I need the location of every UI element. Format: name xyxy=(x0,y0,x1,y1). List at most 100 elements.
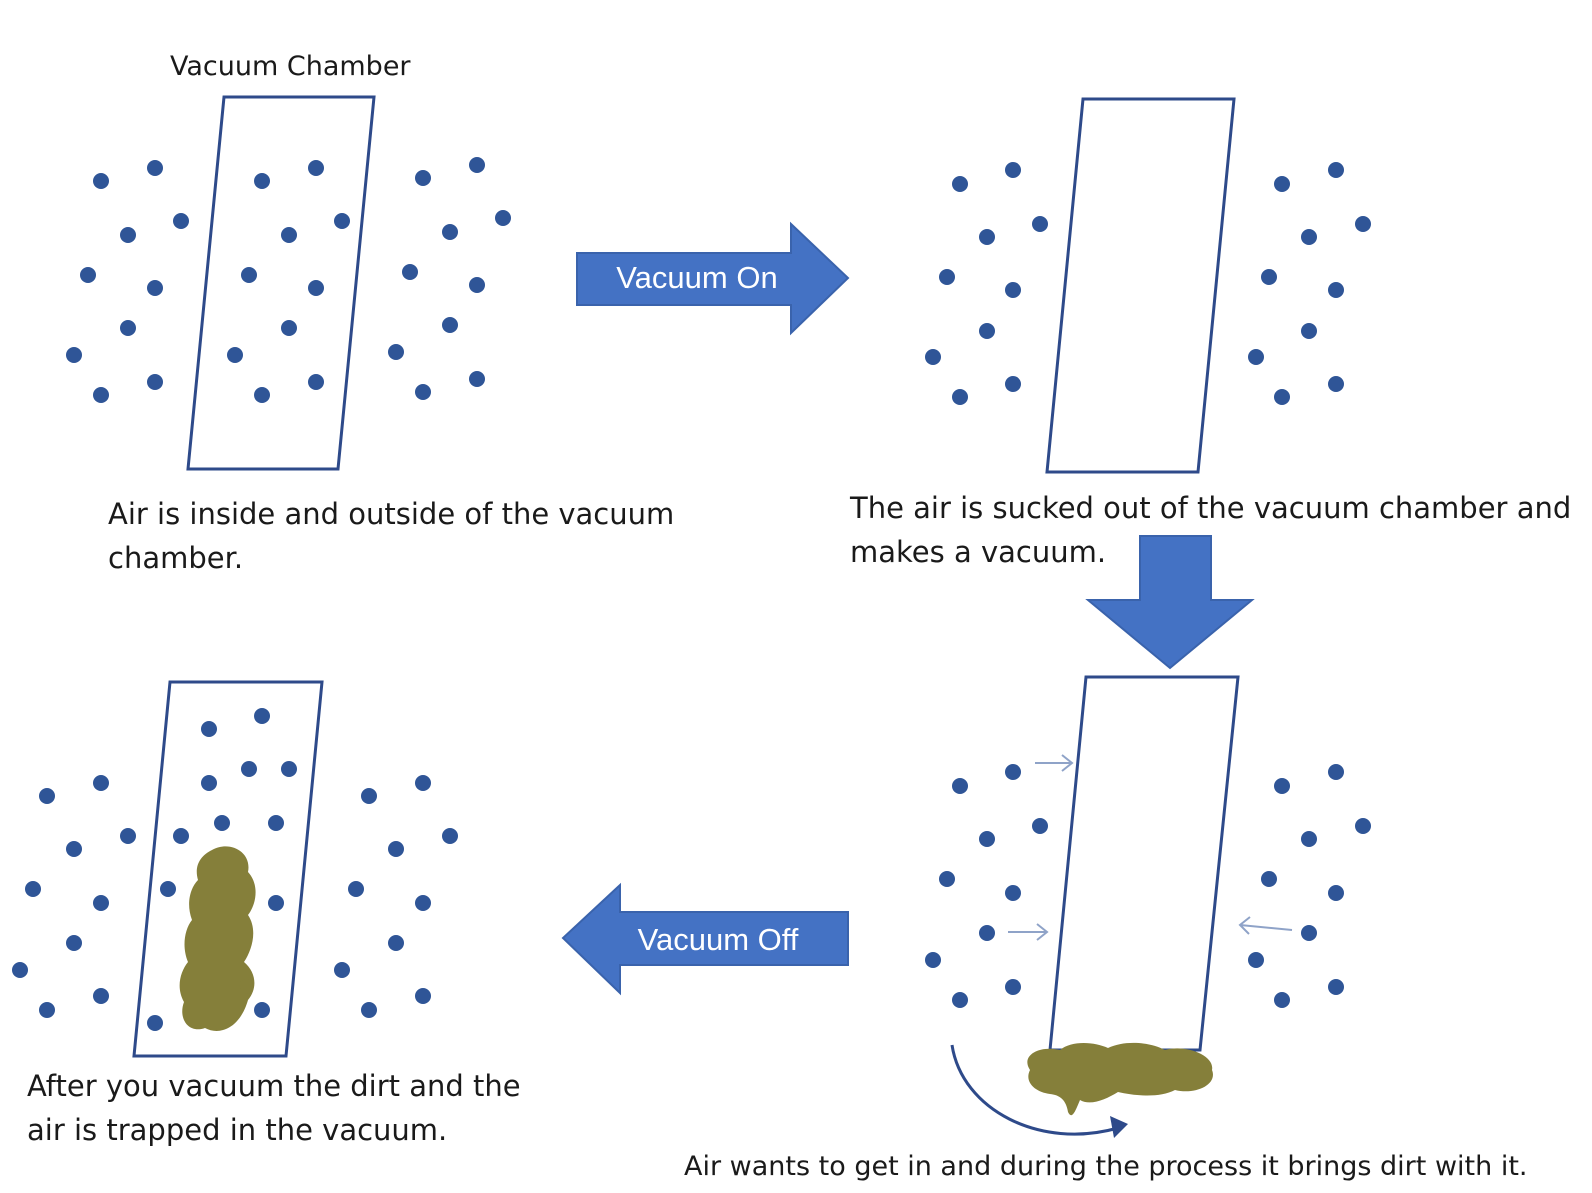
air-particle xyxy=(1032,216,1048,232)
air-particle xyxy=(1032,818,1048,834)
air-particles xyxy=(925,764,1371,1008)
air-particle xyxy=(361,788,377,804)
air-particle xyxy=(1274,778,1290,794)
down-arrow xyxy=(1085,535,1255,670)
air-particle xyxy=(201,775,217,791)
air-particle xyxy=(241,761,257,777)
air-particle xyxy=(952,778,968,794)
vacuum-on-label: Vacuum On xyxy=(616,260,777,295)
air-particle xyxy=(979,925,995,941)
air-particle xyxy=(281,320,297,336)
air-particle xyxy=(1005,979,1021,995)
vacuum-chamber xyxy=(1048,675,1240,1052)
air-particle xyxy=(939,269,955,285)
vacuum-off-label: Vacuum Off xyxy=(638,922,799,957)
air-particle xyxy=(442,224,458,240)
air-particle xyxy=(952,176,968,192)
air-particle xyxy=(1301,831,1317,847)
air-particle xyxy=(66,841,82,857)
dirt-pile xyxy=(179,846,256,1031)
air-particle xyxy=(120,320,136,336)
air-particle xyxy=(442,317,458,333)
panel-dirt-trapped xyxy=(12,680,458,1058)
air-particle xyxy=(1248,952,1264,968)
air-particle xyxy=(415,988,431,1004)
air-particle xyxy=(1328,885,1344,901)
panel-air-rushes-in xyxy=(925,675,1371,1138)
small-arrow-right xyxy=(1035,754,1074,772)
air-particle xyxy=(1248,349,1264,365)
air-particle xyxy=(1274,176,1290,192)
air-particle xyxy=(120,227,136,243)
air-particle xyxy=(1261,871,1277,887)
air-particle xyxy=(361,1002,377,1018)
vacuum-off-arrow: Vacuum Off xyxy=(561,882,849,996)
air-particle xyxy=(469,157,485,173)
caption-step-2-line-1: The air is sucked out of the vacuum cham… xyxy=(850,491,1572,525)
vacuum-on-arrow: Vacuum On xyxy=(576,221,850,336)
vacuum-chamber xyxy=(186,95,376,471)
air-particle xyxy=(93,775,109,791)
air-particle xyxy=(201,721,217,737)
air-particle xyxy=(402,264,418,280)
air-particle xyxy=(1328,764,1344,780)
panel-air-inside-outside xyxy=(66,95,511,471)
air-particle xyxy=(1328,162,1344,178)
air-particle xyxy=(1328,376,1344,392)
air-particle xyxy=(281,227,297,243)
air-particle xyxy=(241,267,257,283)
air-particle xyxy=(1355,818,1371,834)
air-particles xyxy=(66,157,511,403)
air-particle xyxy=(334,962,350,978)
air-particle xyxy=(979,323,995,339)
air-particle xyxy=(147,160,163,176)
air-particle xyxy=(160,881,176,897)
air-particle xyxy=(66,935,82,951)
air-particle xyxy=(120,828,136,844)
air-particle xyxy=(227,347,243,363)
air-particle xyxy=(66,347,82,363)
small-arrow-right xyxy=(1008,923,1049,941)
air-particle xyxy=(495,210,511,226)
vacuum-chamber xyxy=(132,680,324,1058)
air-particle xyxy=(334,213,350,229)
air-particle xyxy=(415,384,431,400)
air-particle xyxy=(415,170,431,186)
inflow-arrows xyxy=(1008,754,1293,941)
air-flow-arrowhead xyxy=(1110,1116,1128,1138)
caption-step-3: Air wants to get in and during the proce… xyxy=(684,1151,1528,1182)
air-particle xyxy=(442,828,458,844)
air-particle xyxy=(12,962,28,978)
air-particle xyxy=(39,1002,55,1018)
air-particle xyxy=(952,389,968,405)
air-particle xyxy=(308,374,324,390)
caption-step-1-line-1: Air is inside and outside of the vacuum xyxy=(108,497,675,531)
air-particle xyxy=(1328,282,1344,298)
panel-air-sucked-out xyxy=(925,97,1371,474)
air-particle xyxy=(1261,269,1277,285)
air-particle xyxy=(268,895,284,911)
air-particle xyxy=(254,173,270,189)
air-particle xyxy=(214,815,230,831)
air-particle xyxy=(952,992,968,1008)
air-particle xyxy=(80,267,96,283)
air-particle xyxy=(147,280,163,296)
air-particle xyxy=(415,895,431,911)
air-particle xyxy=(147,374,163,390)
air-particle xyxy=(1328,979,1344,995)
caption-step-4: After you vacuum the dirt and the air is… xyxy=(27,1064,521,1152)
air-particles xyxy=(12,708,458,1031)
air-particle xyxy=(1274,389,1290,405)
air-particle xyxy=(925,952,941,968)
air-particle xyxy=(254,387,270,403)
air-particle xyxy=(173,213,189,229)
air-particle xyxy=(25,881,41,897)
air-particle xyxy=(1005,162,1021,178)
air-particle xyxy=(1355,216,1371,232)
vacuum-chamber xyxy=(1045,97,1236,474)
air-particle xyxy=(979,229,995,245)
air-particle xyxy=(1005,282,1021,298)
small-arrow-left xyxy=(1238,916,1293,935)
caption-step-4-line-1: After you vacuum the dirt and the xyxy=(27,1069,521,1103)
air-particle xyxy=(388,344,404,360)
